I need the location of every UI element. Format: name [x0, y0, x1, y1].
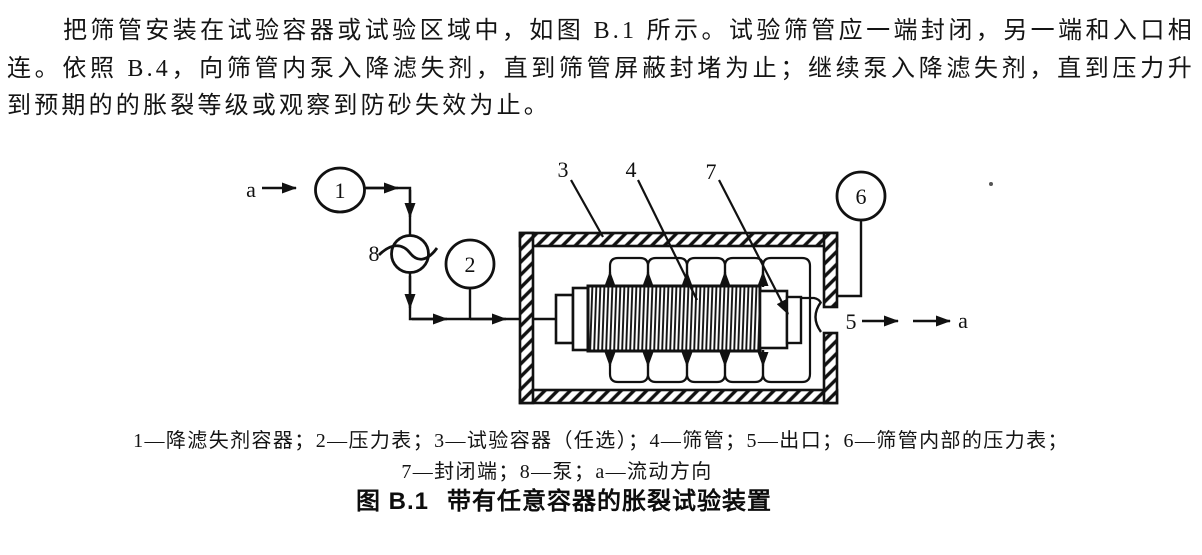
- label-flow-out: a: [958, 308, 968, 333]
- figure-legend-line1: 1—降滤失剂容器；2—压力表；3—试验容器（任选）；4—筛管；5—出口；6—筛管…: [133, 430, 1069, 452]
- label-flow-in: a: [246, 177, 256, 202]
- label-outlet-5: 5: [846, 309, 857, 334]
- figure-number: 图 B.1: [355, 488, 429, 515]
- figure-legend-line2: 7—封闭端；8—泵；a—流动方向: [401, 461, 713, 483]
- label-container-1: 1: [335, 178, 346, 203]
- label-vessel-3: 3: [558, 157, 569, 182]
- pressure-gauge-6-symbol: [835, 170, 887, 298]
- pump-symbol: [378, 234, 439, 274]
- body-paragraph: 把筛管安装在试验容器或试验区域中，如图 B.1 所示。试验筛管应一端封闭，另一端…: [7, 18, 1195, 119]
- speck: [989, 182, 993, 186]
- figure-b1-diagram: a 1 8 2 3 4 7 6 5 a: [246, 157, 993, 405]
- screen-pipe: [554, 284, 822, 353]
- label-closed-end-7: 7: [706, 159, 717, 184]
- figure-caption: 图 B.1 带有任意容器的胀裂试验装置: [0, 488, 1128, 516]
- label-pump-8: 8: [369, 241, 380, 266]
- fluid-loss-container-symbol: [314, 166, 366, 214]
- figure-title: 带有任意容器的胀裂试验装置: [447, 488, 772, 515]
- outlet-notch: [814, 301, 822, 333]
- label-gauge-2: 2: [465, 252, 476, 277]
- test-vessel: [518, 231, 839, 405]
- label-gauge-6: 6: [856, 184, 867, 209]
- closed-end-cap: [758, 289, 789, 350]
- leader-lines: [570, 179, 789, 315]
- label-screen-4: 4: [626, 157, 637, 182]
- pressure-gauge-2-symbol: [444, 238, 496, 319]
